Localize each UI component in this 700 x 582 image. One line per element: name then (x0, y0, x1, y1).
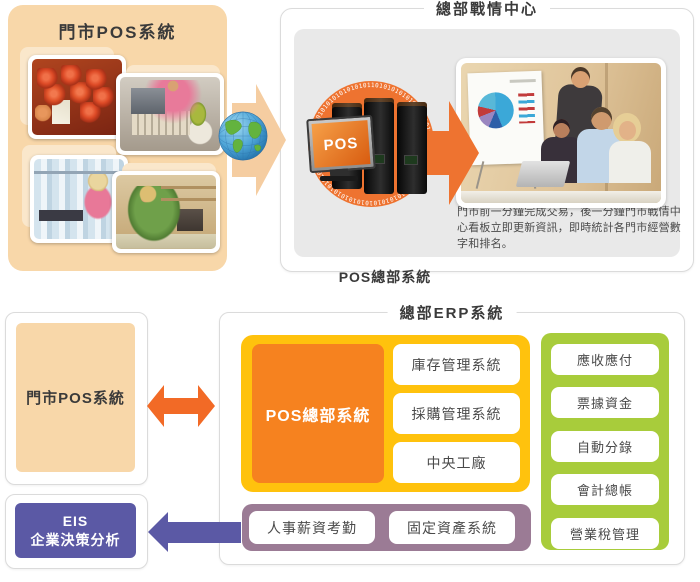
store-pos-box: 門市POS系統 (5, 312, 148, 485)
pos-monitor-screen: POS (311, 120, 371, 168)
store-pos-box-label: 門市POS系統 (16, 323, 135, 472)
eis-box: EIS 企業決策分析 (5, 494, 148, 569)
erp-finance-group: 應收應付 票據資金 自動分錄 會計總帳 營業稅管理 (541, 333, 669, 550)
notes-funds-box: 票據資金 (551, 387, 659, 418)
globe-icon (218, 111, 268, 161)
photo-fruit-stand (28, 55, 126, 139)
photo-detail (461, 191, 661, 203)
store-pos-panel-title: 門市POS系統 (58, 23, 177, 42)
photo-detail (475, 161, 485, 189)
photo-detail (509, 78, 536, 83)
eis-subtitle: 企業決策分析 (30, 531, 121, 548)
flipchart (467, 70, 545, 166)
fruit-stand-image (32, 59, 122, 135)
pos-hq-label: POS總部系統 (338, 269, 432, 285)
checkout-counter-image (120, 77, 220, 151)
war-room-caption: 門市前一分鐘完成交易，後一分鐘門市戰情中心看板立即更新資訊，即時統計各門市經營數… (457, 206, 681, 250)
pos-hq-circle: 1010101010101010101010101010101010101010… (306, 81, 434, 285)
store-pos-panel: 門市POS系統 (8, 5, 227, 271)
erp-panel-title: 總部ERP系統 (387, 302, 517, 323)
attendee-figure (619, 121, 636, 140)
clothing-store-image (34, 159, 124, 239)
general-ledger-box: 會計總帳 (551, 474, 659, 505)
presenter-figure (571, 67, 590, 88)
photo-clothing-store (30, 155, 128, 243)
erp-panel: 總部ERP系統 POS總部系統 庫存管理系統 採購管理系統 中央工廠 人事薪資考… (219, 302, 685, 565)
business-tax-box: 營業稅管理 (551, 518, 659, 549)
pie-chart-legend (518, 93, 536, 124)
eis-title: EIS (62, 512, 89, 529)
laptop-icon (515, 161, 571, 187)
erp-hr-group: 人事薪資考勤 固定資產系統 (242, 504, 531, 551)
meeting-photo (456, 58, 666, 208)
inventory-system-box: 庫存管理系統 (393, 344, 520, 385)
receivables-payables-box: 應收應付 (551, 344, 659, 375)
shop-counter-image (116, 175, 216, 249)
eis-box-label: EIS 企業決策分析 (15, 503, 136, 558)
central-factory-box: 中央工廠 (393, 442, 520, 483)
server-tower-icon (397, 102, 427, 194)
pos-hq-system-box: POS總部系統 (252, 344, 384, 483)
fixed-assets-box: 固定資產系統 (389, 511, 515, 544)
attendee-figure (591, 107, 612, 130)
war-room-panel: 總部戰情中心 101010101010101010101010101010101… (280, 0, 694, 285)
auto-journal-box: 自動分錄 (551, 431, 659, 462)
pos-monitor-icon: POS (306, 114, 376, 174)
store-erp-sync-arrow (147, 385, 215, 427)
attendee-figure (609, 141, 651, 183)
war-room-stage: 1010101010101010101010101010101010101010… (294, 29, 681, 285)
meeting-photo-image (461, 63, 661, 203)
monitor-base (320, 176, 358, 181)
purchasing-system-box: 採購管理系統 (393, 393, 520, 434)
pie-chart-icon (477, 91, 515, 129)
photo-shop-counter (112, 171, 220, 253)
erp-core-group: POS總部系統 庫存管理系統 採購管理系統 中央工廠 (241, 335, 530, 492)
war-room-title: 總部戰情中心 (423, 0, 551, 19)
hr-payroll-box: 人事薪資考勤 (249, 511, 375, 544)
photo-checkout-counter (116, 73, 224, 155)
attendee-figure (553, 119, 570, 138)
